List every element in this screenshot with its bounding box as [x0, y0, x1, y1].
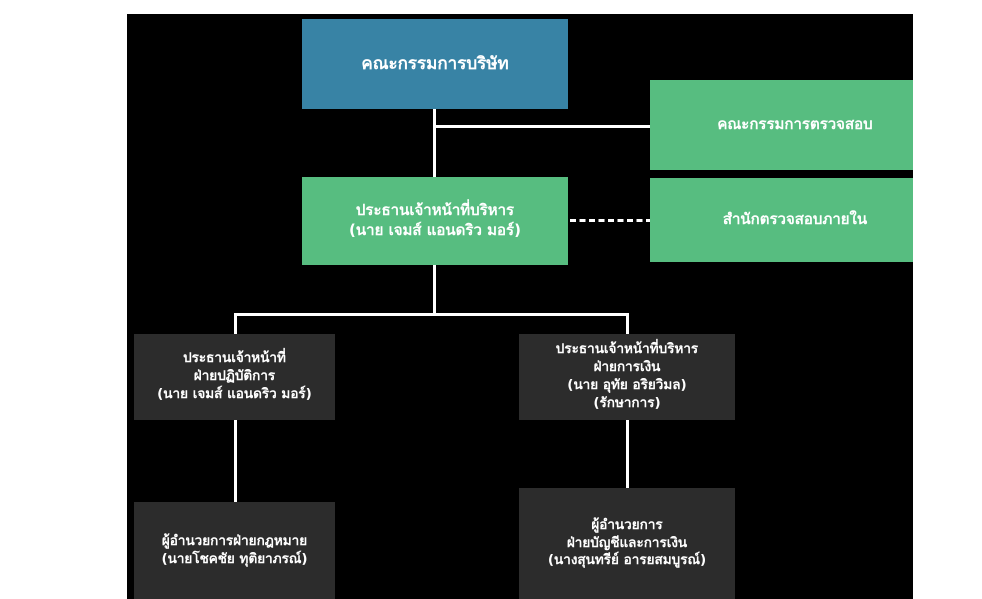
edge-coo-to-legal-director — [234, 420, 237, 502]
node-audit-committee[interactable]: คณะกรรมการตรวจสอบ — [650, 80, 913, 170]
node-accounting-finance-director-label: ผู้อำนวยการ ฝ่ายบัญชีและการเงิน (นางสุนท… — [547, 516, 707, 569]
edge-ceo-trunk — [433, 263, 436, 315]
edge-ceo-to-cfo — [626, 313, 629, 349]
node-chief-executive-officer[interactable]: ประธานเจ้าหน้าที่บริหาร (นาย เจมส์ แอนดร… — [302, 177, 568, 265]
node-internal-audit-office[interactable]: สำนักตรวจสอบภายใน — [650, 178, 913, 262]
edge-board-to-audit-committee — [433, 125, 650, 128]
node-board-of-directors-label: คณะกรรมการบริษัท — [361, 53, 509, 74]
node-chief-operating-officer-label: ประธานเจ้าหน้าที่ ฝ่ายปฏิบัติการ (นาย เจ… — [157, 350, 312, 402]
org-chart-canvas: คณะกรรมการบริษัท คณะกรรมการตรวจสอบ ประธา… — [127, 14, 913, 599]
edge-ceo-split-bar — [234, 313, 629, 316]
node-chief-financial-officer-label: ประธานเจ้าหน้าที่บริหาร ฝ่ายการเงิน (นาย… — [555, 341, 699, 411]
node-chief-financial-officer[interactable]: ประธานเจ้าหน้าที่บริหาร ฝ่ายการเงิน (นาย… — [519, 334, 735, 420]
node-accounting-finance-director[interactable]: ผู้อำนวยการ ฝ่ายบัญชีและการเงิน (นางสุนท… — [519, 488, 735, 599]
edge-ceo-to-coo — [234, 313, 237, 349]
edge-ceo-to-internal-audit-dashed — [570, 219, 652, 222]
node-legal-director-label: ผู้อำนวยการฝ่ายกฎหมาย (นายโชคชัย ทุติยาภ… — [161, 532, 308, 567]
edge-cfo-to-accounting-director — [626, 420, 629, 502]
node-legal-director[interactable]: ผู้อำนวยการฝ่ายกฎหมาย (นายโชคชัย ทุติยาภ… — [134, 502, 335, 599]
node-chief-operating-officer[interactable]: ประธานเจ้าหน้าที่ ฝ่ายปฏิบัติการ (นาย เจ… — [134, 334, 335, 420]
node-internal-audit-office-label: สำนักตรวจสอบภายใน — [722, 210, 868, 229]
node-audit-committee-label: คณะกรรมการตรวจสอบ — [717, 115, 873, 134]
node-chief-executive-officer-label: ประธานเจ้าหน้าที่บริหาร (นาย เจมส์ แอนดร… — [349, 201, 521, 239]
node-board-of-directors[interactable]: คณะกรรมการบริษัท — [302, 19, 568, 109]
